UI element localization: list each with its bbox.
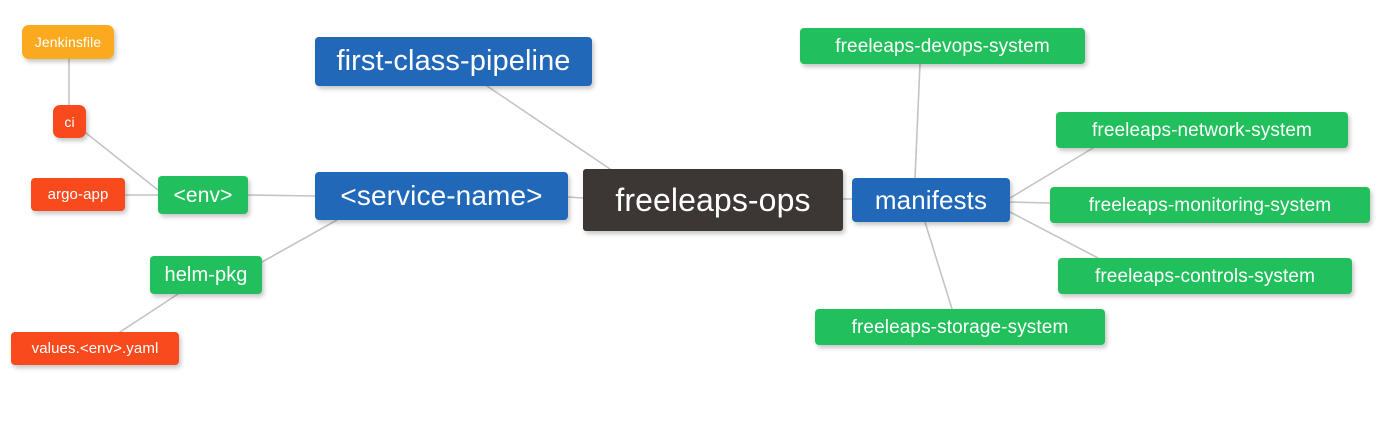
node-label-jenkinsfile: Jenkinsfile xyxy=(34,34,102,50)
node-label-monitoring-system: freeleaps-monitoring-system xyxy=(1088,194,1332,216)
node-label-service-name: <service-name> xyxy=(340,180,543,211)
edge-e-manifests-storage xyxy=(924,221,953,310)
node-helm-pkg[interactable]: helm-pkg xyxy=(150,256,262,294)
node-freeleaps-ops[interactable]: freeleaps-ops xyxy=(583,169,843,231)
node-argo-app[interactable]: argo-app xyxy=(31,178,125,211)
edge-e-pipeline-ops xyxy=(486,85,611,170)
node-label-manifests: manifests xyxy=(874,185,988,215)
node-ci[interactable]: ci xyxy=(53,105,86,138)
node-label-network-system: freeleaps-network-system xyxy=(1092,119,1312,141)
edge-e-manifests-monitoring xyxy=(1009,201,1051,204)
node-devops-system[interactable]: freeleaps-devops-system xyxy=(800,28,1085,64)
node-service-name[interactable]: <service-name> xyxy=(315,172,568,220)
node-label-freeleaps-ops: freeleaps-ops xyxy=(615,182,811,218)
edge-e-env-servicename xyxy=(247,194,316,197)
node-jenkinsfile[interactable]: Jenkinsfile xyxy=(22,25,114,59)
node-label-controls-system: freeleaps-controls-system xyxy=(1094,265,1316,287)
node-monitoring-system[interactable]: freeleaps-monitoring-system xyxy=(1050,187,1370,223)
edge-e-helmpkg-values xyxy=(119,293,179,333)
edge-e-servicename-ops xyxy=(567,196,584,199)
node-label-first-class-pipeline: first-class-pipeline xyxy=(336,45,571,77)
edge-e-manifests-devops xyxy=(914,63,921,179)
node-label-argo-app: argo-app xyxy=(47,186,109,203)
edge-e-servicename-helmpkg xyxy=(261,219,338,263)
node-values-yaml[interactable]: values.<env>.yaml xyxy=(11,332,179,365)
node-label-helm-pkg: helm-pkg xyxy=(164,264,248,286)
node-controls-system[interactable]: freeleaps-controls-system xyxy=(1058,258,1352,294)
node-manifests[interactable]: manifests xyxy=(852,178,1010,222)
node-first-class-pipeline[interactable]: first-class-pipeline xyxy=(315,37,592,86)
node-label-devops-system: freeleaps-devops-system xyxy=(835,35,1050,57)
node-env[interactable]: <env> xyxy=(158,176,248,214)
node-label-storage-system: freeleaps-storage-system xyxy=(851,316,1069,338)
node-network-system[interactable]: freeleaps-network-system xyxy=(1056,112,1348,148)
node-label-env: <env> xyxy=(173,183,233,207)
node-label-ci: ci xyxy=(64,113,75,130)
node-storage-system[interactable]: freeleaps-storage-system xyxy=(815,309,1105,345)
node-label-values-yaml: values.<env>.yaml xyxy=(31,340,159,357)
